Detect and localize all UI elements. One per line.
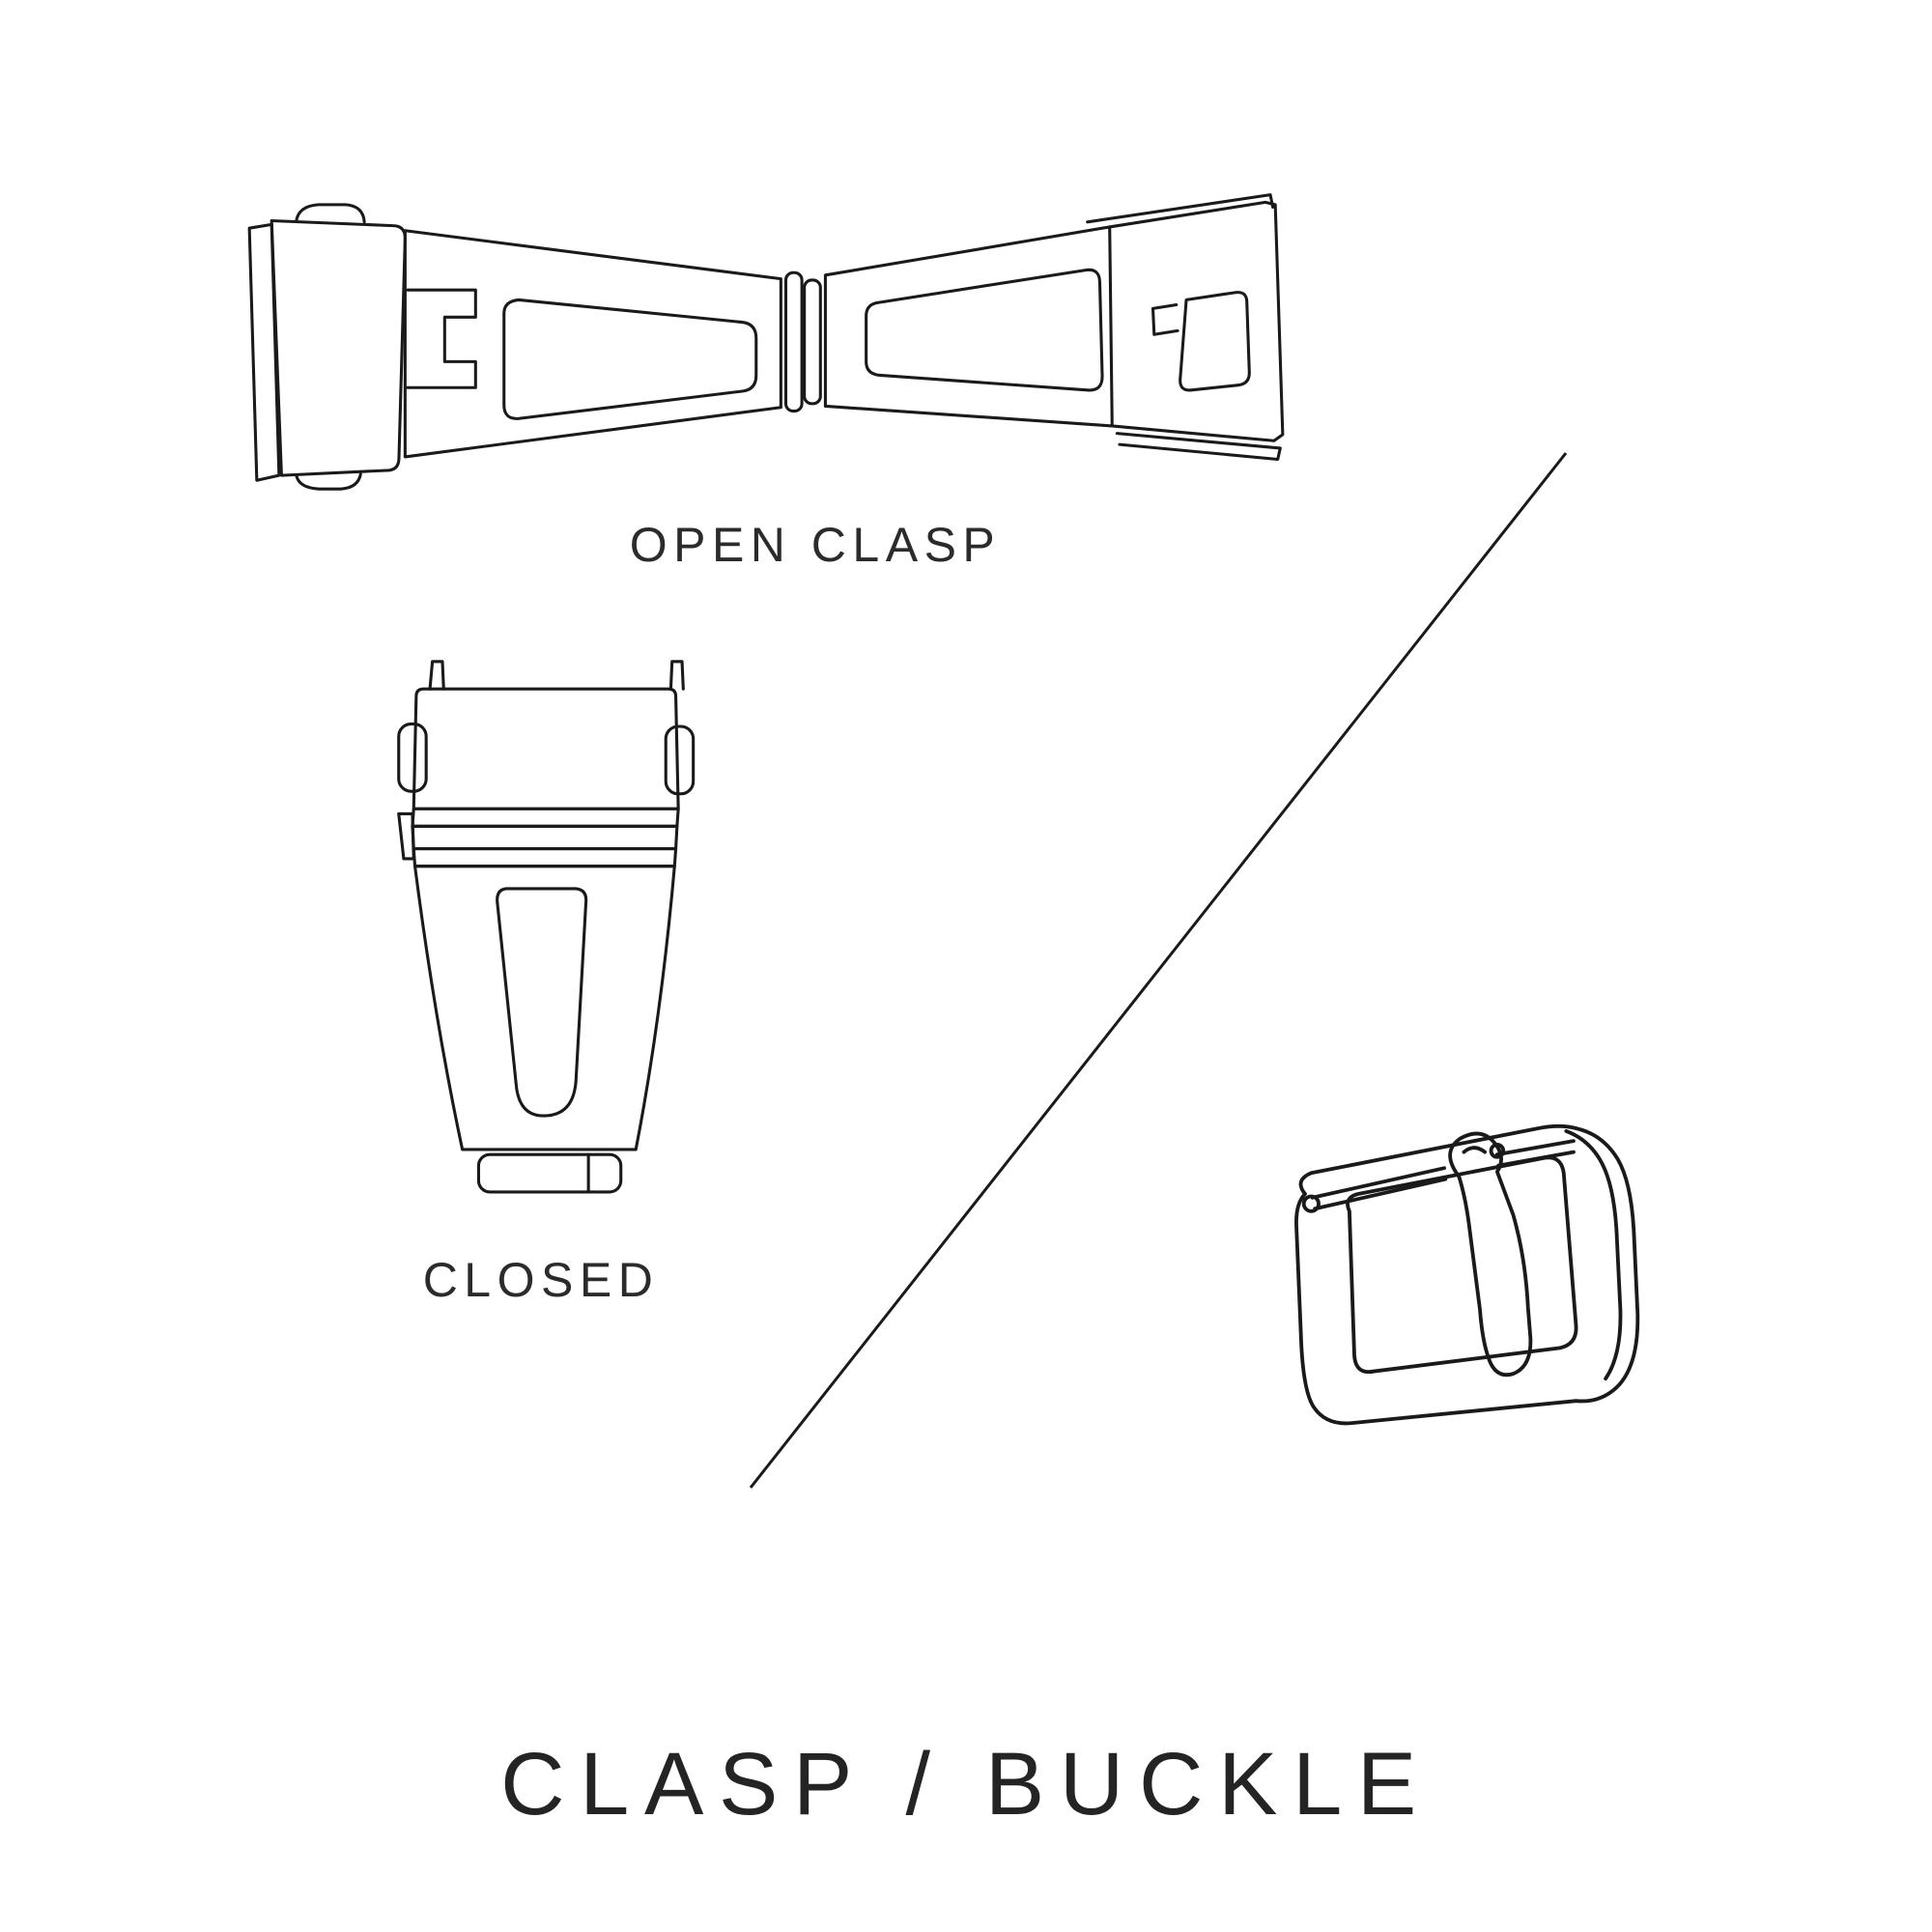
open-clasp-left-end-link [247, 203, 407, 491]
closed-clasp-cover [397, 687, 680, 868]
open-clasp-illustration [247, 193, 1285, 491]
closed-clasp-end-cap [476, 1152, 623, 1194]
closed-clasp-side-ears [397, 722, 696, 796]
open-clasp-catch-notch [406, 288, 477, 389]
open-clasp-right-end-link [1086, 193, 1285, 462]
page-title: CLASP / BUCKLE [500, 1735, 1432, 1833]
open-clasp-hinge [783, 270, 822, 413]
closed-clasp-prongs [428, 660, 685, 691]
closed-clasp-body [412, 865, 676, 1151]
buckle-tongue [1448, 1131, 1533, 1378]
buckle-illustration [1294, 1123, 1640, 1426]
buckle-frame [1294, 1123, 1640, 1426]
buckle-bar [1301, 1139, 1576, 1213]
open-clasp-left-blade [403, 229, 782, 459]
open-clasp-label: OPEN CLASP [629, 518, 1002, 572]
closed-clasp-label: CLOSED [422, 1253, 660, 1307]
closed-clasp-illustration [397, 660, 696, 1194]
open-clasp-right-blade [823, 225, 1114, 428]
